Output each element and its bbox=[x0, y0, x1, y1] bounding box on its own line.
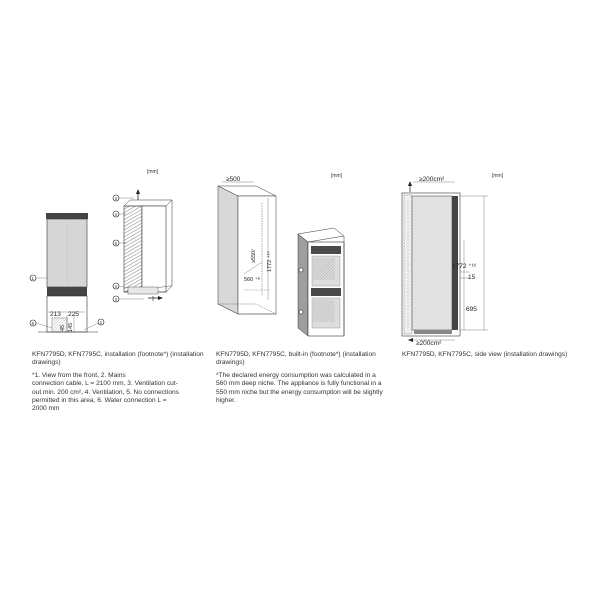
note-line: connection cable, L = 2100 mm, 3. Ventil… bbox=[32, 380, 178, 388]
marker-2: 2 bbox=[100, 320, 103, 325]
panel1-caption: KFN7795D, KFN7795C, installation (footno… bbox=[32, 351, 204, 367]
dim-45: 45 bbox=[60, 325, 66, 331]
dim-1772: 1772 ⁺¹⁰ bbox=[266, 251, 273, 272]
dim-695: 695 bbox=[466, 306, 477, 313]
marker-4: 4 bbox=[115, 212, 118, 217]
marker-2-leader bbox=[83, 322, 99, 331]
note-line: permitted in this area, 6. Water connect… bbox=[32, 396, 167, 404]
note-line: *The declared energy consumption was cal… bbox=[216, 372, 376, 379]
panel2-notes: *The declared energy consumption was cal… bbox=[216, 372, 401, 405]
note-line: 560 mm deep niche. The appliance is full… bbox=[216, 380, 382, 388]
side-cabinet bbox=[401, 192, 461, 337]
marker-6-leader bbox=[35, 322, 53, 329]
bottom-ventilation: ≥200cm² bbox=[416, 340, 442, 347]
marker-3b: 3 bbox=[115, 297, 118, 302]
top-trim bbox=[46, 213, 88, 219]
dim-560: 560 ⁺⁸ bbox=[244, 276, 260, 283]
note-line: 2000 mm bbox=[32, 405, 60, 413]
note-line: *1. View from the front, 2. Mains bbox=[32, 372, 126, 379]
panel3-caption: KFN7795D, KFN7795C, side view (installat… bbox=[402, 351, 568, 358]
installed-appliance bbox=[297, 227, 345, 337]
niche-iso-drawing bbox=[123, 189, 173, 301]
niche-cabinet bbox=[217, 181, 277, 315]
note-line: 550 mm niche but the energy consumption … bbox=[216, 388, 383, 396]
unit-label: [mm] bbox=[147, 169, 159, 175]
marker-3: 3 bbox=[115, 196, 118, 201]
marker-1: 1 bbox=[32, 276, 35, 281]
plinth-trim bbox=[47, 287, 87, 296]
marker-6: 6 bbox=[32, 321, 35, 326]
unit-label: [mm] bbox=[492, 173, 504, 179]
dim-15: 15 bbox=[468, 274, 476, 281]
note-line: higher. bbox=[216, 396, 236, 404]
note-line: out min. 200 cm², 4. Ventilation, 5. No … bbox=[32, 388, 179, 396]
marker-5: 5 bbox=[115, 241, 118, 246]
unit-label: [mm] bbox=[331, 173, 343, 179]
marker-4b: 4 bbox=[115, 284, 118, 289]
marker-2-circle bbox=[97, 318, 105, 326]
dim-1772-side: 1772 ⁺¹⁶ bbox=[452, 263, 477, 270]
top-ventilation: ≥200cm² bbox=[419, 176, 445, 183]
dim-225: 225 bbox=[68, 311, 79, 318]
dim-550: ≥550/ bbox=[251, 249, 257, 263]
dim-500: ≥500 bbox=[226, 176, 241, 183]
dim-145: 145 bbox=[68, 323, 74, 332]
panel2-caption: KFN7795D, KFN7795C, built-in (footnote*)… bbox=[216, 351, 376, 367]
panel1-notes: *1. View from the front, 2. Mains connec… bbox=[32, 372, 207, 413]
dim-213: 213 bbox=[50, 311, 61, 318]
